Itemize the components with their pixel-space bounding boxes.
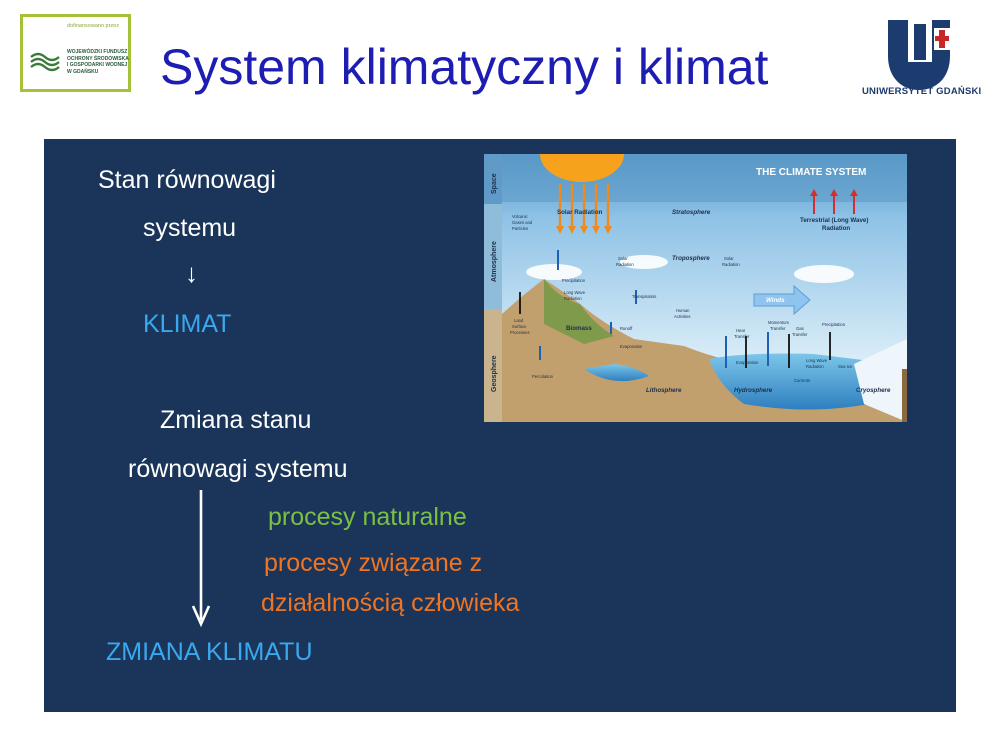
label-gas-1: Gas [796,326,804,331]
zone-geosphere: Geosphere [491,355,498,392]
zone-atmosphere: Atmosphere [491,241,498,282]
label-momentum-2: Transfer [770,326,786,331]
text-systemu: systemu [143,214,237,242]
text-klimat: KLIMAT [143,310,232,338]
label-hydrosphere: Hydrosphere [734,387,773,394]
label-lithosphere: Lithosphere [646,387,682,394]
sponsor-label: dofinansowano przez [67,23,119,29]
label-radiation-small-2: Radiation [722,262,740,267]
sponsor-fund-name: WOJEWÓDZKI FUNDUSZ OCHRONY ŚRODOWISKA I … [67,49,129,75]
down-arrow-icon: ↓ [185,258,198,288]
label-gases: Gases and [512,220,533,225]
label-volcanic: Volcanic [512,214,528,219]
wave-icon [30,52,60,72]
label-radiation-2: Radiation [564,296,582,301]
label-sea-ice: Sea Ice [838,364,853,369]
label-cryosphere: Cryosphere [856,387,891,394]
label-biomass: Biomass [566,325,592,332]
university-logo-icon [888,18,950,90]
label-momentum-1: Momentum [768,320,789,325]
label-transpiration: Transpiration [632,294,657,299]
text-zmiana-stanu: Zmiana stanu [160,406,312,434]
label-precipitation-2: Precipitation [822,322,846,327]
label-percolation: Percolation [532,374,554,379]
label-long-wave-2a: Long Wave [806,358,828,363]
sponsor-logo: dofinansowano przez WOJEWÓDZKI FUNDUSZ O… [20,14,131,92]
label-gas-2: Transfer [792,332,808,337]
long-down-arrow-icon [191,490,211,628]
text-procesy-naturalne: procesy naturalne [268,503,467,531]
label-evaporation-2: Evaporation [736,360,759,365]
label-winds: Winds [766,297,785,304]
label-currents: Currents [794,378,810,383]
label-land-3: Processes [510,330,530,335]
label-evaporation: Evaporation [620,344,643,349]
zone-space: Space [491,173,498,194]
label-runoff: Runoff [620,326,633,331]
label-precipitation: Precipitation [562,278,586,283]
label-particles: Particles [512,226,528,231]
text-stan-rownowagi: Stan równowagi [98,166,276,194]
text-rownowagi-systemu: równowagi systemu [128,455,348,483]
label-solar-radiation: Solar Radiation [557,209,603,216]
label-solar-small-2: Solar [724,256,734,261]
page-title: System klimatyczny i klimat [160,39,769,95]
text-procesy-zwiazane: procesy związane z [264,549,483,577]
climate-system-figure: Space Atmosphere Geosphere [484,154,907,422]
label-troposphere: Troposphere [672,255,710,262]
label-radiation-small-1: Radiation [616,262,634,267]
figure-title: THE CLIMATE SYSTEM [756,167,866,178]
text-dzialalnoscia: działalnością człowieka [261,589,520,617]
text-zmiana-klimatu: ZMIANA KLIMATU [106,638,313,666]
label-land-2: Surface [512,324,527,329]
university-name: UNIWERSYTET GDAŃSKI [862,86,982,97]
label-terrestrial: Terrestrial (Long Wave) [800,217,868,224]
label-heat-2: Transfer [734,334,750,339]
label-long-wave: Long Wave [564,290,586,295]
label-human-1: Human [676,308,690,313]
label-stratosphere: Stratosphere [672,209,711,216]
label-heat-1: Heat [736,328,746,333]
label-radiation: Radiation [822,225,850,232]
label-solar-small-1: Solar [618,256,628,261]
label-human-2: Activities [674,314,691,319]
label-land-1: Land [514,318,524,323]
label-long-wave-2b: Radiation [806,364,824,369]
